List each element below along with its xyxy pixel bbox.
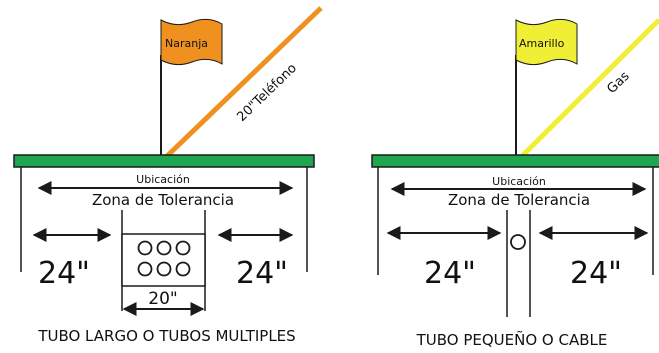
right-distance-label: 24": [236, 256, 288, 291]
gas-utility-line: [518, 18, 659, 160]
pipe-circle: [137, 261, 153, 277]
orange-flag-label: Naranja: [165, 37, 208, 50]
ground-surface: [371, 154, 659, 168]
tolerance-zone-label: Zona de Tolerancia: [92, 191, 234, 209]
left-distance-label: 24": [38, 256, 90, 291]
pipe-width-label: 20": [148, 289, 177, 309]
right-panel: Gas Amarillo Ubicación Zona de Toleranci…: [371, 18, 659, 349]
location-label: Ubicación: [136, 173, 190, 186]
cable-circle: [510, 234, 526, 250]
tolerance-zone-label: Zona de Tolerancia: [448, 191, 590, 209]
telephone-utility-line: [163, 6, 323, 160]
left-caption: TUBO LARGO O TUBOS MULTIPLES: [37, 327, 295, 345]
ground-surface: [13, 154, 315, 168]
right-distance-label: 24": [570, 256, 622, 291]
left-panel: 20"Teléfono Naranja Ubicación Zona de To…: [13, 6, 323, 345]
orange-flag: [160, 18, 223, 66]
multi-pipe-box: [121, 233, 206, 287]
left-distance-label: 24": [424, 256, 476, 291]
location-label: Ubicación: [492, 175, 546, 188]
pipe-circle: [156, 261, 172, 277]
pipe-circle: [175, 240, 191, 256]
telephone-utility-label: 20"Teléfono: [234, 61, 300, 125]
pipe-circle: [156, 240, 172, 256]
pipe-circle: [175, 261, 191, 277]
yellow-flag: [515, 18, 578, 66]
right-caption: TUBO PEQUEÑO O CABLE: [416, 330, 608, 349]
pipe-circle: [137, 240, 153, 256]
yellow-flag-label: Amarillo: [519, 37, 565, 50]
